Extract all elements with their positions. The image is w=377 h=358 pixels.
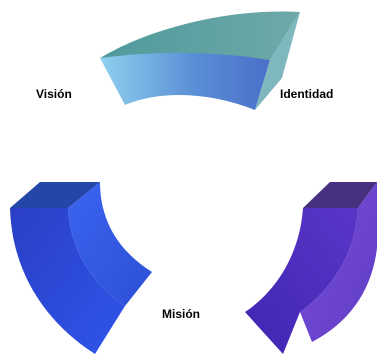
top-arc-top-face [100, 11, 300, 60]
top-arc-side-face [255, 12, 300, 110]
label-mission: Misión [162, 307, 200, 321]
top-arc-front-face [100, 52, 270, 110]
top-arc-segment [100, 11, 300, 110]
right-arc-front-face [245, 208, 358, 354]
left-arc-side-face [68, 182, 152, 306]
left-arc-top-face [10, 182, 100, 208]
left-arc-segment [10, 182, 152, 354]
right-arc-side-face [300, 182, 377, 342]
left-arc-front-face [10, 208, 125, 354]
right-arc-top-face [303, 182, 377, 208]
label-identity: Identidad [280, 87, 333, 101]
right-arc-segment [245, 182, 377, 354]
label-vision: Visión [36, 87, 72, 101]
